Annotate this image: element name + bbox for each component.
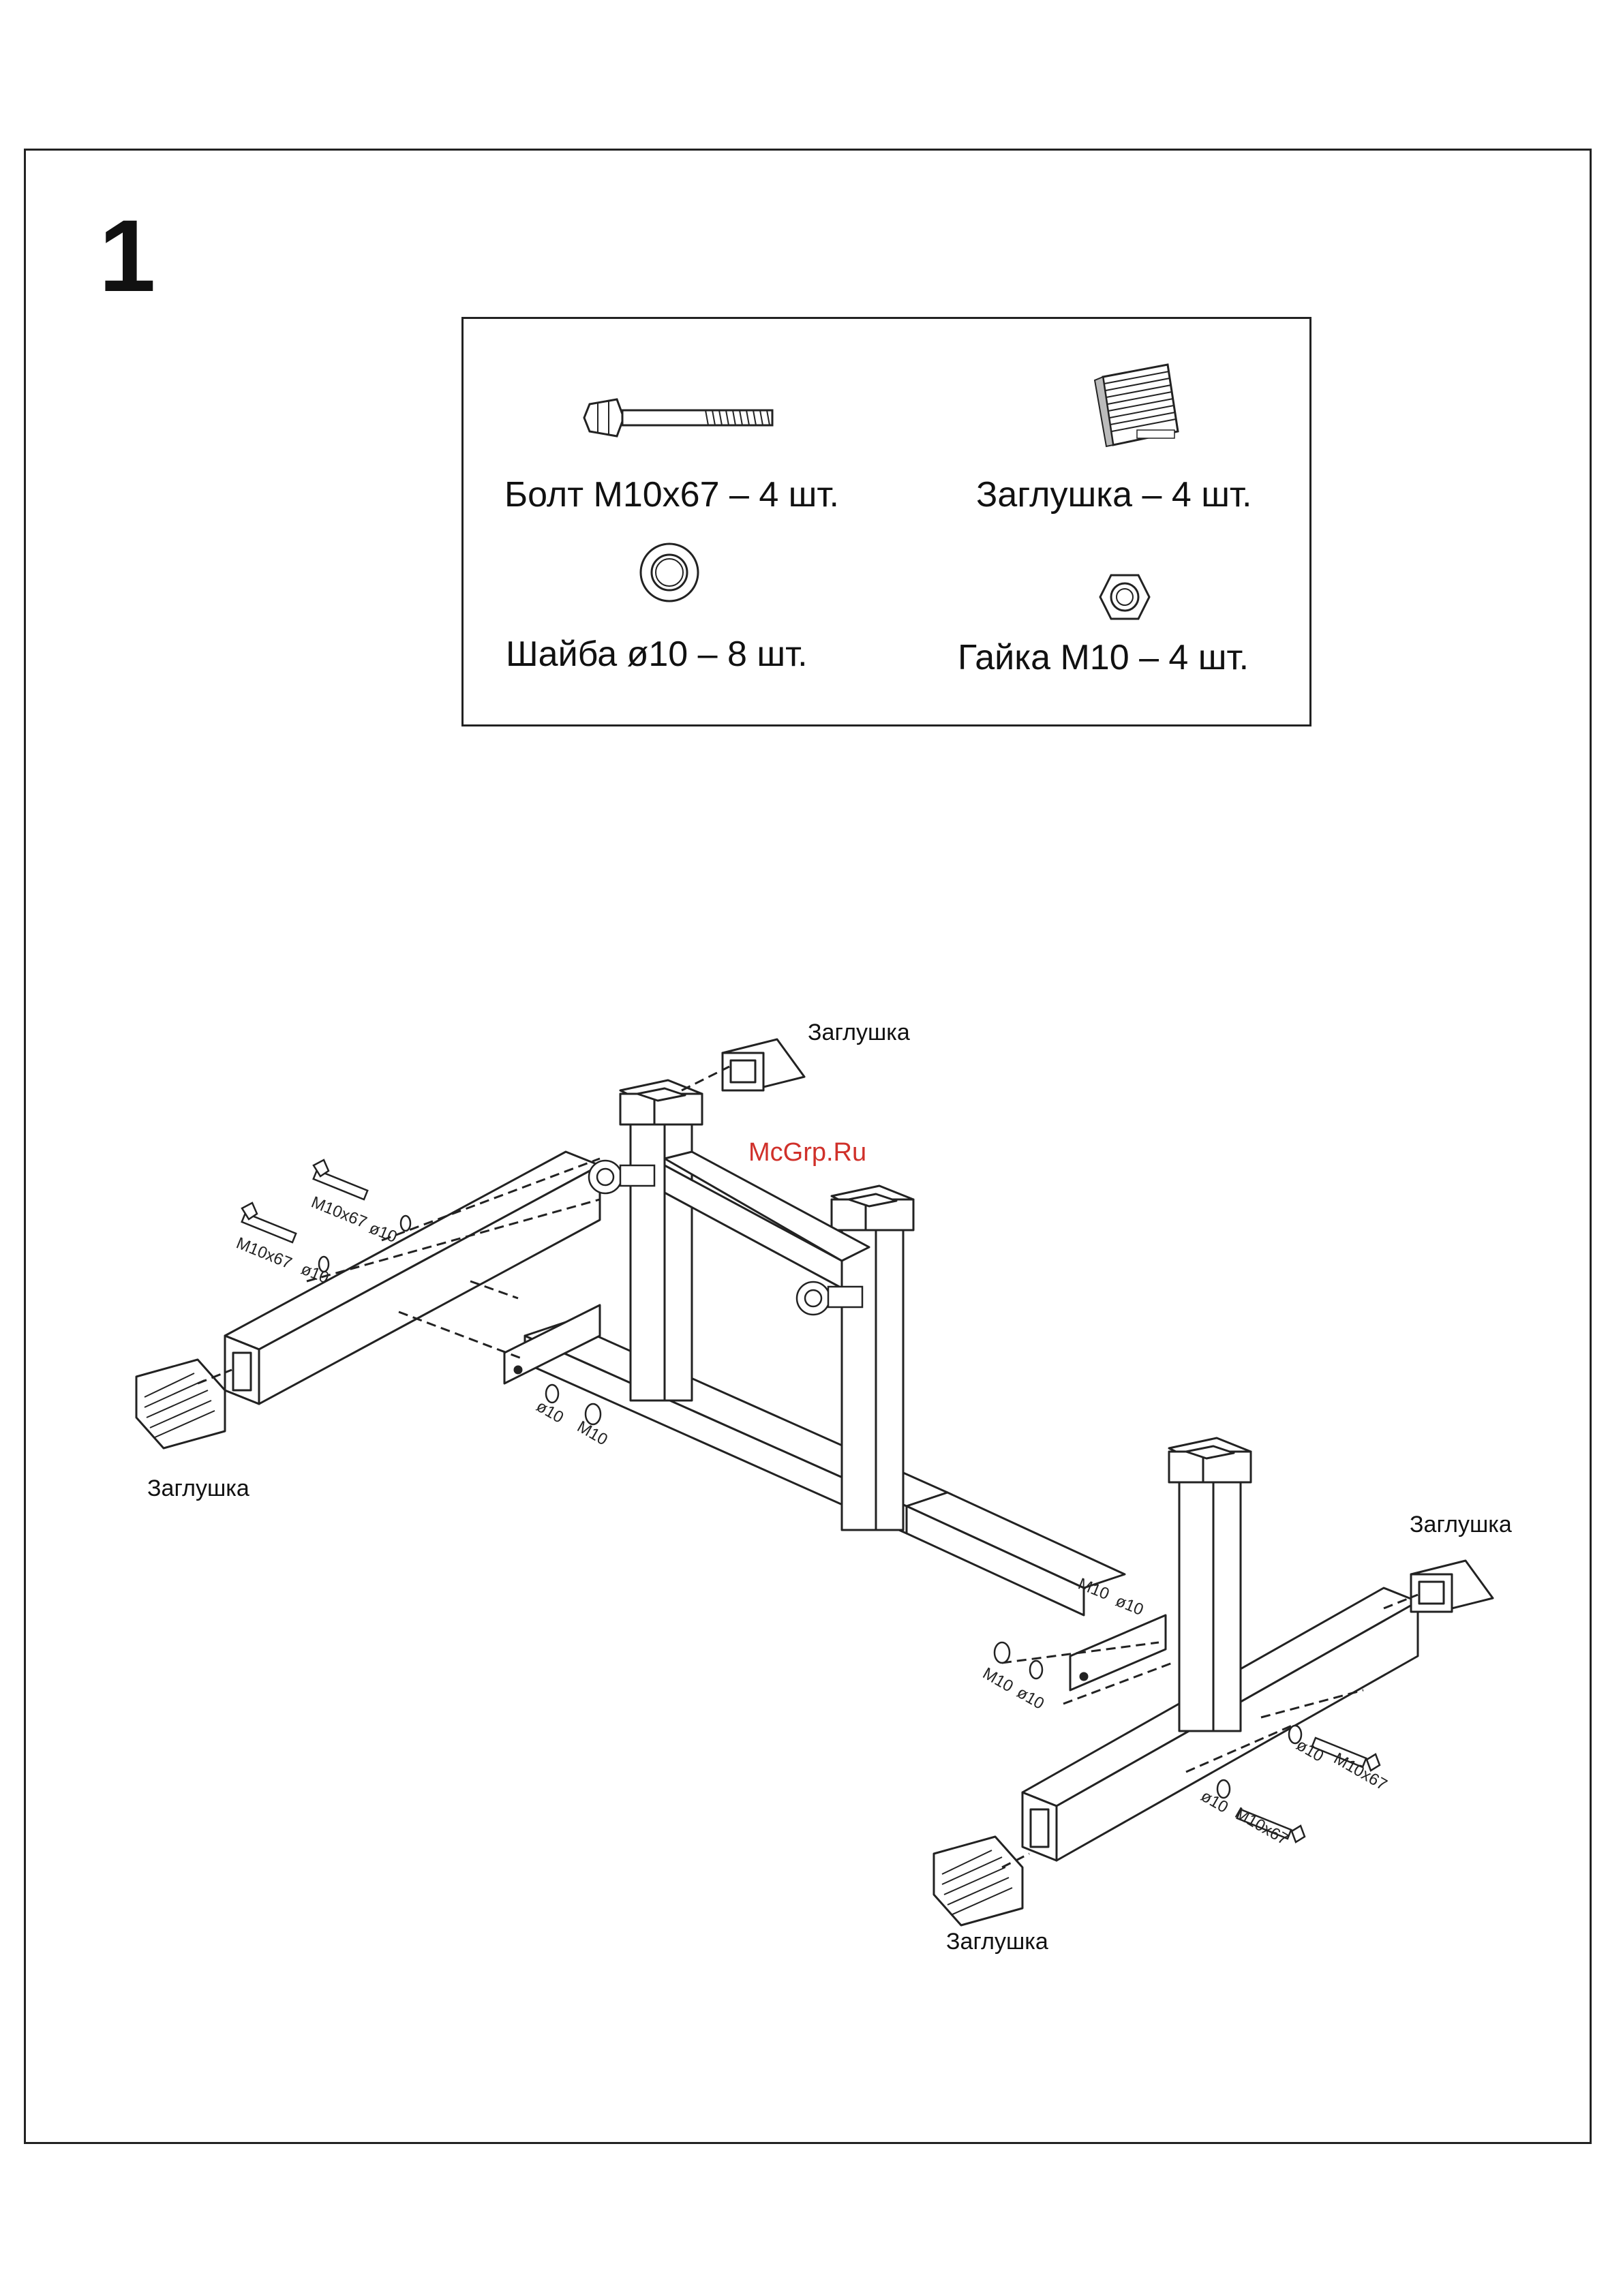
callout-cap-left: Заглушка bbox=[147, 1475, 249, 1502]
label-washer-4: ø10 bbox=[1113, 1592, 1146, 1620]
callout-cap-bottom: Заглушка bbox=[946, 1929, 1048, 1955]
label-nut-3: M10 bbox=[980, 1664, 1016, 1696]
end-cap-bottom bbox=[934, 1837, 1022, 1925]
end-cap-left bbox=[136, 1360, 225, 1448]
label-washer-3: ø10 bbox=[533, 1397, 566, 1427]
callout-cap-right: Заглушка bbox=[1410, 1512, 1512, 1538]
long-rail bbox=[525, 1322, 1125, 1615]
label-washer-5: ø10 bbox=[1014, 1683, 1047, 1713]
end-cap-top bbox=[723, 1039, 804, 1090]
callout-cap-top: Заглушка bbox=[808, 1020, 910, 1046]
label-nut-1: M10 bbox=[574, 1418, 611, 1450]
right-post bbox=[1169, 1438, 1251, 1731]
end-cap-right bbox=[1411, 1561, 1493, 1612]
watermark: McGrp.Ru bbox=[748, 1138, 866, 1167]
label-washer-1: ø10 bbox=[367, 1219, 399, 1247]
left-post-back bbox=[620, 1080, 702, 1400]
